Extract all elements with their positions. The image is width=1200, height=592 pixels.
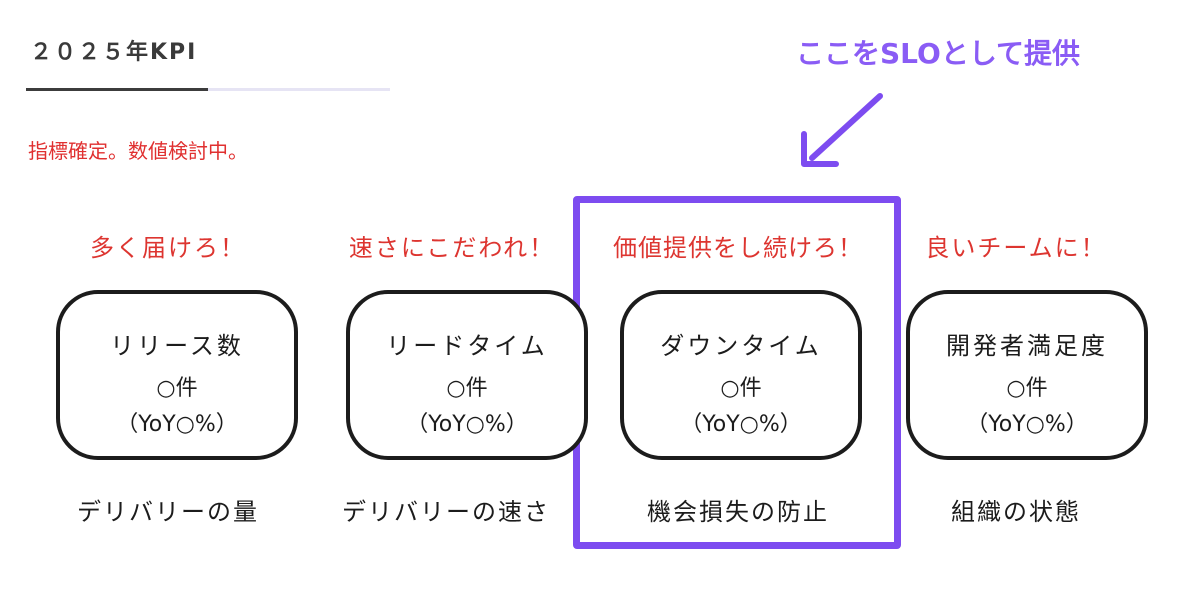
kpi-count: ○件	[1006, 376, 1048, 401]
slo-callout-label: ここをSLOとして提供	[796, 37, 1080, 70]
kpi-metric-name: 開発者満足度	[946, 332, 1108, 360]
kpi-count: ○件	[720, 376, 762, 401]
kpi-goal: 多く届けろ！	[90, 234, 246, 262]
kpi-metric-name: リードタイム	[386, 332, 548, 360]
kpi-card: ダウンタイム ○件 （YoY○%）	[620, 290, 862, 460]
callout-arrow-icon	[801, 93, 883, 167]
kpi-caption: 組織の状態	[951, 498, 1081, 526]
status-note: 指標確定。数値検討中。	[28, 139, 248, 163]
kpi-caption: デリバリーの速さ	[342, 498, 550, 526]
kpi-card: リードタイム ○件 （YoY○%）	[346, 290, 588, 460]
kpi-yoy: （YoY○%）	[966, 412, 1088, 437]
title-underline-active	[26, 88, 208, 91]
kpi-metric-name: ダウンタイム	[660, 332, 822, 360]
kpi-card: リリース数 ○件 （YoY○%）	[56, 290, 298, 460]
title-underline-track	[26, 88, 390, 91]
kpi-count: ○件	[446, 376, 488, 401]
kpi-caption: 機会損失の防止	[647, 498, 829, 526]
kpi-card: 開発者満足度 ○件 （YoY○%）	[906, 290, 1148, 460]
kpi-metric-name: リリース数	[110, 332, 244, 360]
kpi-count: ○件	[156, 376, 198, 401]
kpi-yoy: （YoY○%）	[116, 412, 238, 437]
kpi-goal: 価値提供をし続けろ！	[613, 234, 863, 262]
kpi-yoy: （YoY○%）	[406, 412, 528, 437]
kpi-goal: 良いチームに！	[925, 234, 1107, 262]
kpi-caption: デリバリーの量	[77, 498, 259, 526]
page-title: ２０２５年KPI	[30, 40, 198, 65]
kpi-goal: 速さにこだわれ！	[348, 234, 556, 262]
kpi-yoy: （YoY○%）	[680, 412, 802, 437]
